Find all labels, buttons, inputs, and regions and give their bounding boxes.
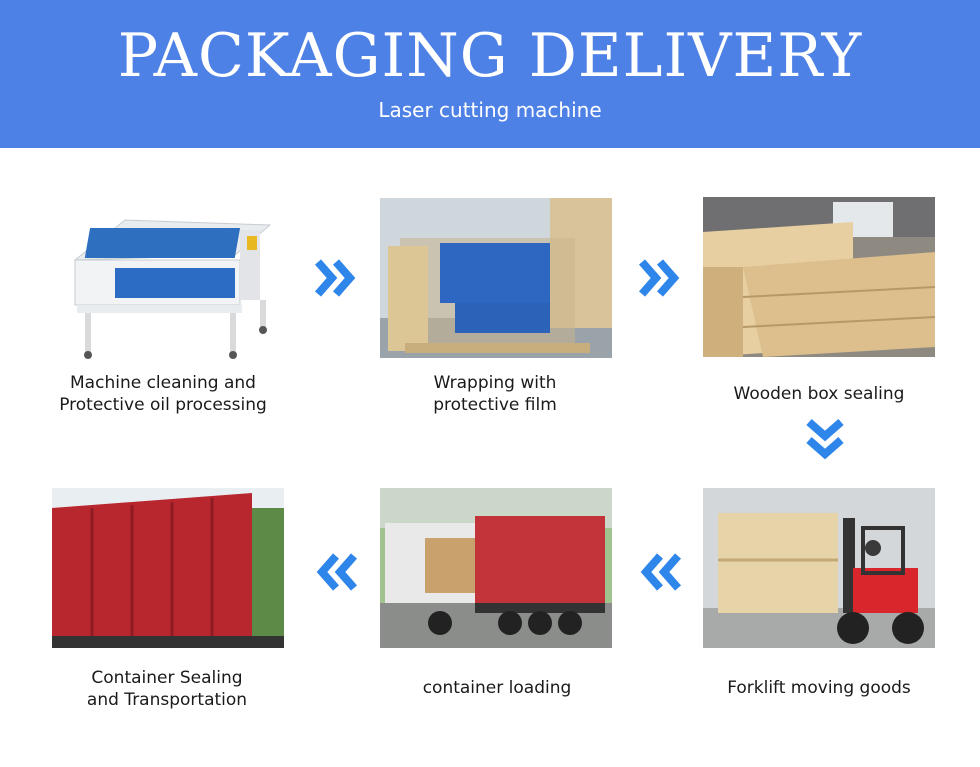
caption-line: Wrapping with [433, 373, 557, 393]
caption-line: Container Sealing [91, 668, 243, 688]
step-caption-cleaning: Machine cleaning and Protective oil proc… [33, 372, 293, 416]
caption-line: container loading [422, 678, 572, 698]
photo-container-loading [380, 488, 612, 648]
step-caption-container-loading: container loading [367, 677, 627, 699]
double-chevron-left-icon [636, 548, 684, 596]
step-caption-wrapping: Wrapping with protective film [365, 372, 625, 416]
page-subtitle: Laser cutting machine [378, 98, 602, 122]
photo-forklift [703, 488, 935, 648]
step-caption-container-sealing: Container Sealing and Transportation [37, 667, 297, 711]
step-caption-wooden-box: Wooden box sealing [689, 383, 949, 405]
caption-line: and Transportation [86, 690, 248, 710]
double-chevron-right-icon [312, 254, 360, 302]
photo-laser-machine [55, 200, 287, 360]
header-banner: PACKAGING DELIVERY Laser cutting machine [0, 0, 980, 148]
page-title: PACKAGING DELIVERY [117, 21, 863, 91]
double-chevron-right-icon [636, 254, 684, 302]
caption-line: Protective oil processing [59, 395, 267, 415]
photo-wooden-boxes [703, 197, 935, 357]
double-chevron-left-icon [312, 548, 360, 596]
step-caption-forklift: Forklift moving goods [689, 677, 949, 699]
photo-container-sealed [52, 488, 284, 648]
caption-line: protective film [433, 395, 557, 415]
double-chevron-down-icon [801, 416, 849, 464]
caption-line: Machine cleaning and [70, 373, 256, 393]
caption-line: Wooden box sealing [733, 384, 905, 404]
photo-wrapped-machine [380, 198, 612, 358]
caption-line: Forklift moving goods [727, 678, 911, 698]
